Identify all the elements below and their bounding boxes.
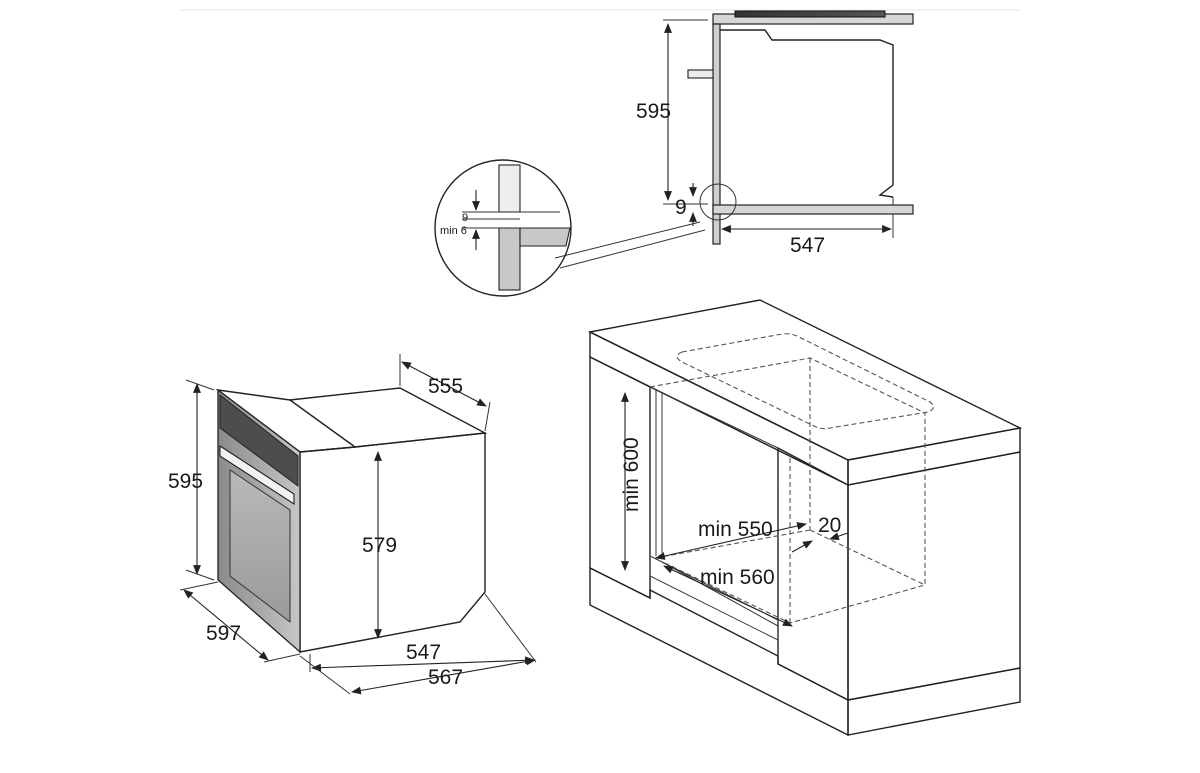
oven-body-height-label: 579 xyxy=(362,534,397,557)
side-installation-view: 595 9 547 xyxy=(554,10,914,269)
height-label: 595 xyxy=(636,100,671,123)
depth-label: 547 xyxy=(790,234,825,257)
rear-gap-label: 20 xyxy=(818,514,841,537)
hob-cutout xyxy=(676,333,935,430)
detail-min-gap-label: min 6 xyxy=(440,225,467,237)
worktop-top xyxy=(587,299,1023,461)
door-window xyxy=(229,469,291,624)
oven-height-label: 595 xyxy=(168,470,203,493)
cabinet-plinth-side xyxy=(847,667,1021,736)
niche-depth-dimension xyxy=(663,565,793,627)
niche-width-label: min 550 xyxy=(698,518,773,541)
niche-height-label: min 600 xyxy=(620,437,643,512)
cabinet-right-post xyxy=(777,446,849,702)
handle xyxy=(687,69,714,79)
oven-total-depth-label: 567 xyxy=(428,666,463,689)
detail-gap-label: 9 xyxy=(462,212,468,224)
niche-width-dimension xyxy=(655,522,807,560)
niche-volume xyxy=(649,357,926,624)
oven-front-panel xyxy=(712,23,721,245)
oven-perspective-view: 595 555 579 597 547 567 xyxy=(168,354,537,695)
gap-detail-magnifier: 9 min 6 xyxy=(434,159,572,297)
oven-total-depth-dimension xyxy=(351,657,536,695)
control-panel xyxy=(219,393,299,487)
oven-width-label: 597 xyxy=(206,622,241,645)
gap-label: 9 xyxy=(675,196,687,219)
oven-body-width-label: 547 xyxy=(406,641,441,664)
door-handle xyxy=(219,444,295,506)
cabinet-shelf xyxy=(712,204,914,215)
magnifier-circle xyxy=(434,159,572,297)
cabinet-perspective-view: min 600 min 550 min 560 20 xyxy=(587,299,1023,737)
cabinet-side-panel xyxy=(847,451,1021,701)
cabinet-plinth-front xyxy=(589,566,849,737)
oven-body-depth-label: 555 xyxy=(428,375,463,398)
niche-depth-label: min 560 xyxy=(700,566,775,589)
oven-width-dimension xyxy=(183,589,269,661)
hob xyxy=(734,10,886,18)
detail-circle xyxy=(699,183,737,221)
oven-body-depth-dimension xyxy=(401,361,487,407)
oven-body-outline xyxy=(720,29,894,198)
